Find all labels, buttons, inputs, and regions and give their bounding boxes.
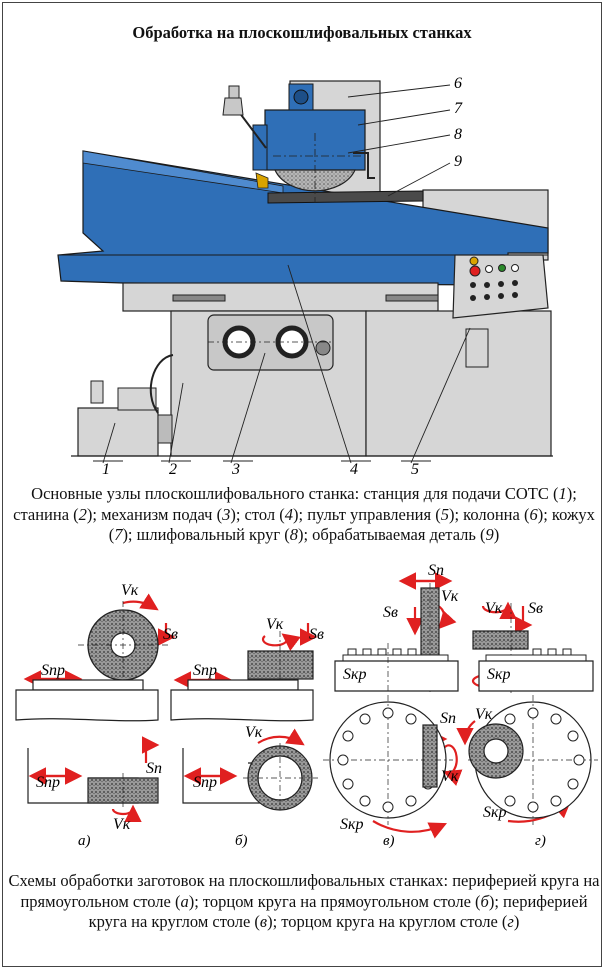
callout-3: 3 (231, 461, 240, 478)
label-spr-b-bottom: Sпр (193, 774, 217, 791)
label-sv-g: Sв (528, 600, 543, 617)
scheme-letter-v: в) (383, 833, 395, 849)
label-vk-a-bottom: Vк (113, 816, 131, 833)
coolant-station (77, 407, 159, 457)
label-vk-a: Vк (121, 582, 139, 599)
scheme-a-bottom (27, 748, 159, 809)
scheme-g-bottom (468, 695, 598, 825)
label-sv-a: Sв (163, 626, 178, 643)
scheme-g-top (472, 603, 594, 693)
label-skr-g-top: Sкр (487, 666, 510, 683)
scheme-v-bottom (323, 695, 453, 825)
label-spr-a-bottom: Sпр (36, 774, 60, 791)
callout-6: 6 (454, 75, 462, 92)
machining-schemes: Vк Sв Sпр Sпр Sп Vк Vк Sв Sпр Sпр Vк Sп … (15, 562, 598, 849)
label-sn-v: Sп (440, 710, 456, 727)
callout-9: 9 (454, 153, 462, 170)
label-vk-b-bottom: Vк (245, 724, 263, 741)
callout-8: 8 (454, 126, 462, 143)
scheme-letter-b: б) (235, 833, 248, 849)
label-sv-b: Sв (309, 626, 324, 643)
workpiece (267, 190, 424, 204)
schemes-caption: Схемы обработки заготовок на плоскошлифо… (8, 871, 600, 931)
scheme-letter-a: а) (78, 833, 91, 849)
machine-caption: Основные узлы плоскошлифовального станка… (13, 484, 595, 544)
label-skr-v-top: Sкр (343, 666, 366, 683)
page-title: Обработка на плоскошлифовальных станках (132, 23, 472, 42)
scheme-letter-g: г) (535, 833, 546, 849)
label-sv-v: Sв (383, 604, 398, 621)
callout-2: 2 (169, 461, 177, 478)
scheme-b-top (170, 631, 314, 722)
label-spr-a-top: Sпр (41, 662, 65, 679)
label-skr-g-bottom: Sкр (483, 804, 506, 821)
label-vk-b: Vк (266, 616, 284, 633)
callout-4: 4 (350, 461, 358, 478)
scheme-a-top (15, 601, 168, 722)
scheme-v-top (334, 583, 459, 693)
label-vk-g-bottom: Vк (475, 706, 493, 723)
callout-7: 7 (454, 100, 463, 117)
label-spr-b-top: Sпр (193, 662, 217, 679)
label-vk-v: Vк (441, 588, 459, 605)
callout-5: 5 (411, 461, 419, 478)
machine-illustration: 1 2 3 4 5 6 7 8 9 (57, 75, 553, 478)
label-vk-g: Vк (485, 600, 503, 617)
label-sp-a: Sп (146, 760, 162, 777)
grinding-wheel (274, 169, 356, 192)
label-skr-v-bottom: Sкр (340, 816, 363, 833)
label-sp-v: Sп (428, 562, 444, 579)
scheme-b-bottom (182, 743, 318, 813)
label-vk-v-bottom: Vк (441, 768, 459, 785)
callout-1: 1 (102, 461, 110, 478)
